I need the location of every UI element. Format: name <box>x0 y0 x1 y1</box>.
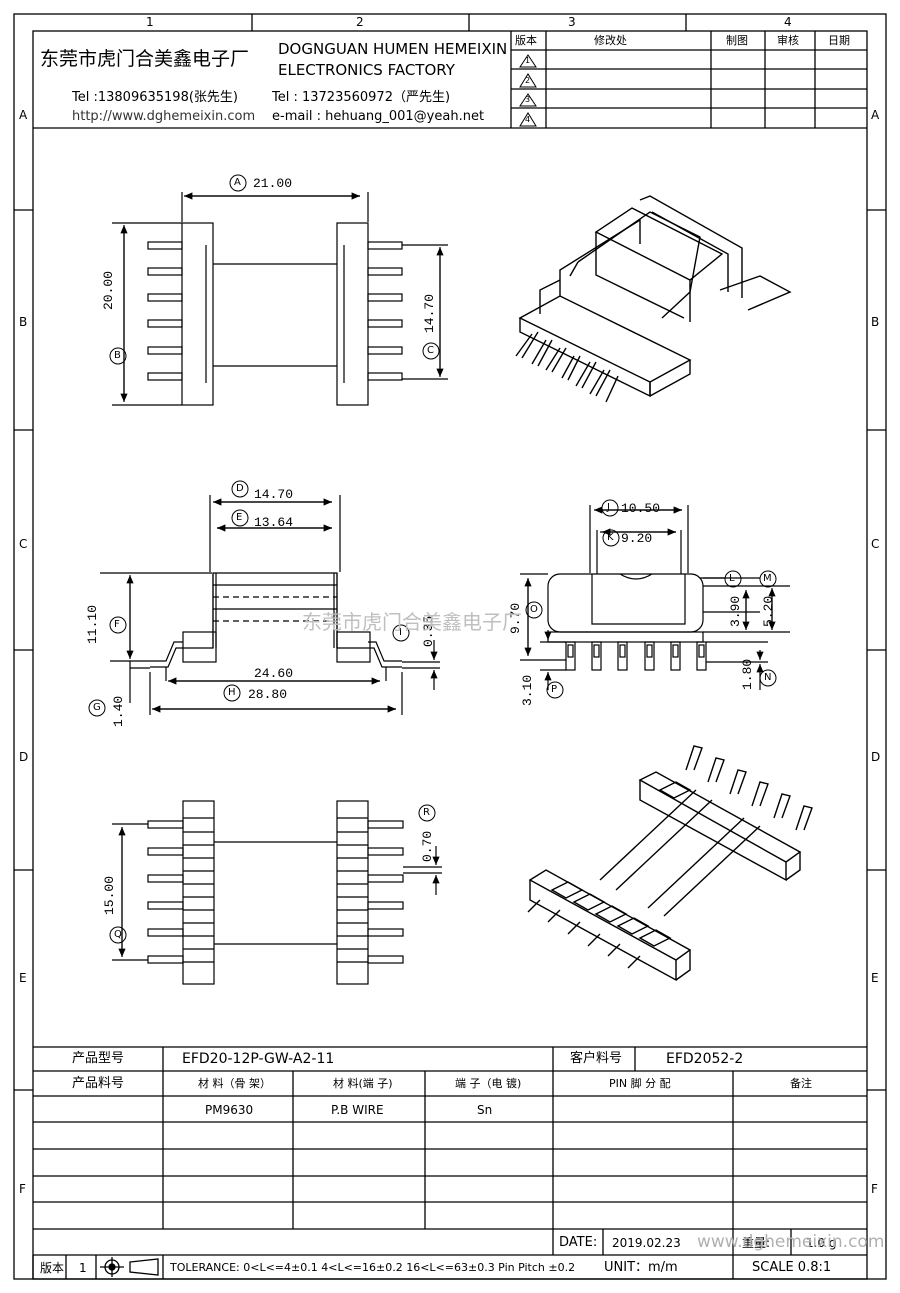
website-link[interactable]: http://www.dghemeixin.com <box>72 109 256 124</box>
isometric-view-bottom <box>527 745 813 982</box>
front-view <box>100 495 440 715</box>
dim-r-value: 0.70 <box>420 830 435 862</box>
dim-overall-pin-value: 24.60 <box>254 666 294 681</box>
marker-l: L <box>729 573 735 584</box>
dim-m1-value: 3.90 <box>728 595 743 627</box>
url-watermark: www.dghemeixin.com <box>697 1232 885 1252</box>
product-model-value: EFD20-12P-GW-A2-11 <box>182 1051 335 1067</box>
dim-d-value: 14.70 <box>254 487 294 502</box>
dim-a-value: 21.00 <box>253 176 293 191</box>
zone-row-e-left: E <box>19 971 27 985</box>
rev-header-drawn: 制图 <box>726 34 748 47</box>
dim-b-value: 20.00 <box>101 270 116 310</box>
dim-c-value: 14.70 <box>422 293 437 333</box>
scale-label: SCALE 0.8:1 <box>752 1260 832 1275</box>
version-label: 版本 <box>40 1261 65 1275</box>
marker-q: Q <box>114 929 122 940</box>
material-frame-label: 材 料（骨 架） <box>198 1077 271 1090</box>
zone-row-f-right: F <box>871 1182 878 1196</box>
pin-plating-value: Sn <box>477 1103 493 1117</box>
bottom-view <box>112 800 442 985</box>
dim-f-value: 11.10 <box>85 604 100 644</box>
company-name-cn: 东莞市虎门合美鑫电子厂 <box>40 48 250 70</box>
marker-p: P <box>551 684 558 695</box>
marker-a: A <box>234 177 241 188</box>
pin-assign-label: PIN 脚 分 配 <box>609 1077 671 1090</box>
version-value: 1 <box>79 1261 87 1275</box>
date-label: DATE: <box>559 1235 598 1250</box>
dim-e-value: 13.64 <box>254 515 294 530</box>
marker-k: K <box>607 532 614 543</box>
zone-row-d-right: D <box>871 750 881 764</box>
zone-row-a-left: A <box>19 108 28 122</box>
material-pin-value: P.B WIRE <box>331 1103 384 1117</box>
dim-q-value: 15.00 <box>102 875 117 915</box>
rev-header-check: 审核 <box>777 34 799 47</box>
isometric-view-top <box>515 195 792 403</box>
rev-header-version: 版本 <box>515 34 537 47</box>
customer-part-label: 客户料号 <box>570 1051 623 1066</box>
marker-i: I <box>399 627 402 638</box>
dim-h-value: 28.80 <box>248 687 288 702</box>
dim-p-value: 3.10 <box>520 674 535 706</box>
marker-o: O <box>530 604 538 615</box>
zone-row-b-left: B <box>19 315 28 329</box>
zone-col-4: 4 <box>784 15 792 29</box>
top-view <box>112 192 448 406</box>
zone-row-b-right: B <box>871 315 880 329</box>
material-pin-label: 材 料(端 子) <box>333 1077 393 1090</box>
customer-part-value: EFD2052-2 <box>666 1051 744 1067</box>
zone-col-1: 1 <box>146 15 154 29</box>
dim-n-value: 1.80 <box>740 658 755 690</box>
company-name-en-1: DOGNGUAN HUMEN HEMEIXIN <box>278 40 508 58</box>
marker-f: F <box>114 619 120 630</box>
marker-e: E <box>236 512 243 523</box>
zone-col-3: 3 <box>568 15 576 29</box>
zone-row-c-right: C <box>871 537 880 551</box>
rev-header-date: 日期 <box>828 34 850 47</box>
marker-b: B <box>114 350 121 361</box>
material-frame-value: PM9630 <box>205 1103 254 1117</box>
zone-col-2: 2 <box>356 15 364 29</box>
remark-label: 备注 <box>790 1077 812 1090</box>
side-view <box>520 505 790 690</box>
marker-d: D <box>236 483 244 494</box>
weight-label: 重量: <box>742 1236 771 1250</box>
marker-j: J <box>607 502 610 513</box>
tel-1: Tel :13809635198(张先生) <box>72 90 238 105</box>
date-value: 2019.02.23 <box>612 1236 681 1250</box>
unit-label: UNIT：m/m <box>604 1260 678 1275</box>
marker-c: C <box>427 345 434 356</box>
weight-value: 1.0 g <box>806 1236 837 1250</box>
dim-m2-value: 5.20 <box>761 595 776 627</box>
dim-k-value: 9.20 <box>621 531 653 546</box>
rev-version-2: 2 <box>525 76 531 85</box>
marker-m: M <box>763 573 772 584</box>
marker-g: G <box>93 702 101 713</box>
zone-row-e-right: E <box>871 971 879 985</box>
dim-g-value: 1.40 <box>111 695 126 727</box>
marker-r: R <box>423 807 430 818</box>
rev-version-1: 1 <box>525 56 531 65</box>
rev-header-change: 修改处 <box>594 34 627 47</box>
zone-row-d-left: D <box>19 750 29 764</box>
rev-version-4: 4 <box>525 115 531 124</box>
tel-2: Tel : 13723560972（严先生) <box>272 90 451 105</box>
watermark-text: 东莞市虎门合美鑫电子厂 <box>302 610 522 634</box>
rev-version-3: 3 <box>525 95 531 104</box>
marker-n: N <box>764 672 772 683</box>
marker-h: H <box>228 687 236 698</box>
zone-row-a-right: A <box>871 108 880 122</box>
zone-row-f-left: F <box>19 1182 26 1196</box>
email-link[interactable]: e-mail : hehuang_001@yeah.net <box>272 109 485 124</box>
dim-j-value: 10.50 <box>621 501 661 516</box>
tolerance-text: TOLERANCE: 0<L<=4±0.1 4<L<=16±0.2 16<L<=… <box>170 1261 576 1274</box>
product-model-label: 产品型号 <box>72 1051 125 1066</box>
company-name-en-2: ELECTRONICS FACTORY <box>278 61 455 79</box>
zone-row-c-left: C <box>19 537 28 551</box>
pin-plating-label: 端 子（电 镀) <box>455 1077 522 1090</box>
product-part-label: 产品料号 <box>72 1076 125 1091</box>
